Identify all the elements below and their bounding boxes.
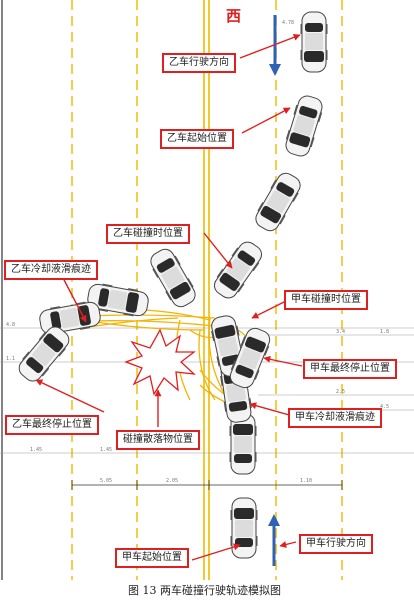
measure-text: 4.8: [6, 322, 16, 328]
measure-text: 1.45: [100, 447, 113, 453]
car-b-spin-1: [145, 244, 201, 312]
label-a-start-position: 甲车起始位置: [115, 548, 189, 568]
label-b-travel-direction: 乙车行驶方向: [162, 53, 236, 73]
car-b-start: [300, 11, 328, 73]
label-a-travel-direction: 甲车行驶方向: [299, 534, 373, 554]
label-a-collision-position: 甲车碰撞时位置: [284, 290, 368, 310]
measure-text: 1.45: [30, 447, 43, 453]
measure-text: 3.4: [336, 329, 346, 335]
measure-text: 1.8: [380, 329, 390, 335]
car-b-path-1: [281, 92, 327, 160]
car-a-start: [230, 497, 258, 559]
label-b-final-position: 乙车最终停止位置: [5, 415, 99, 435]
direction-west-label: 西: [226, 7, 242, 25]
measure-text: 2.5: [336, 389, 346, 395]
leader-lines: [35, 33, 303, 561]
measure-text: 1.1: [6, 356, 16, 362]
label-b-start-position: 乙车起始位置: [160, 129, 234, 149]
car-b-collision: [209, 237, 267, 303]
label-a-final-position: 甲车最终停止位置: [303, 359, 397, 379]
measure-text: 4.78: [282, 20, 295, 26]
label-a-coolant-trace: 甲车冷却液滑痕迹: [288, 408, 382, 428]
label-b-collision-position: 乙车碰撞时位置: [106, 224, 190, 244]
car-a-path-1: [229, 413, 257, 475]
measure-text: 2.05: [166, 478, 179, 484]
measure-text: 1.10: [300, 478, 313, 484]
measure-text: 5.05: [100, 478, 113, 484]
measure-text: 4.5: [380, 404, 390, 410]
debris-burst-icon: [124, 328, 196, 396]
label-b-coolant-trace: 乙车冷却液滑痕迹: [4, 260, 98, 280]
label-debris-position: 碰撞散落物位置: [116, 430, 200, 450]
car-b-path-2: [250, 168, 306, 236]
figure-caption: 图 13 两车碰撞行驶轨迹模拟图: [128, 584, 281, 597]
